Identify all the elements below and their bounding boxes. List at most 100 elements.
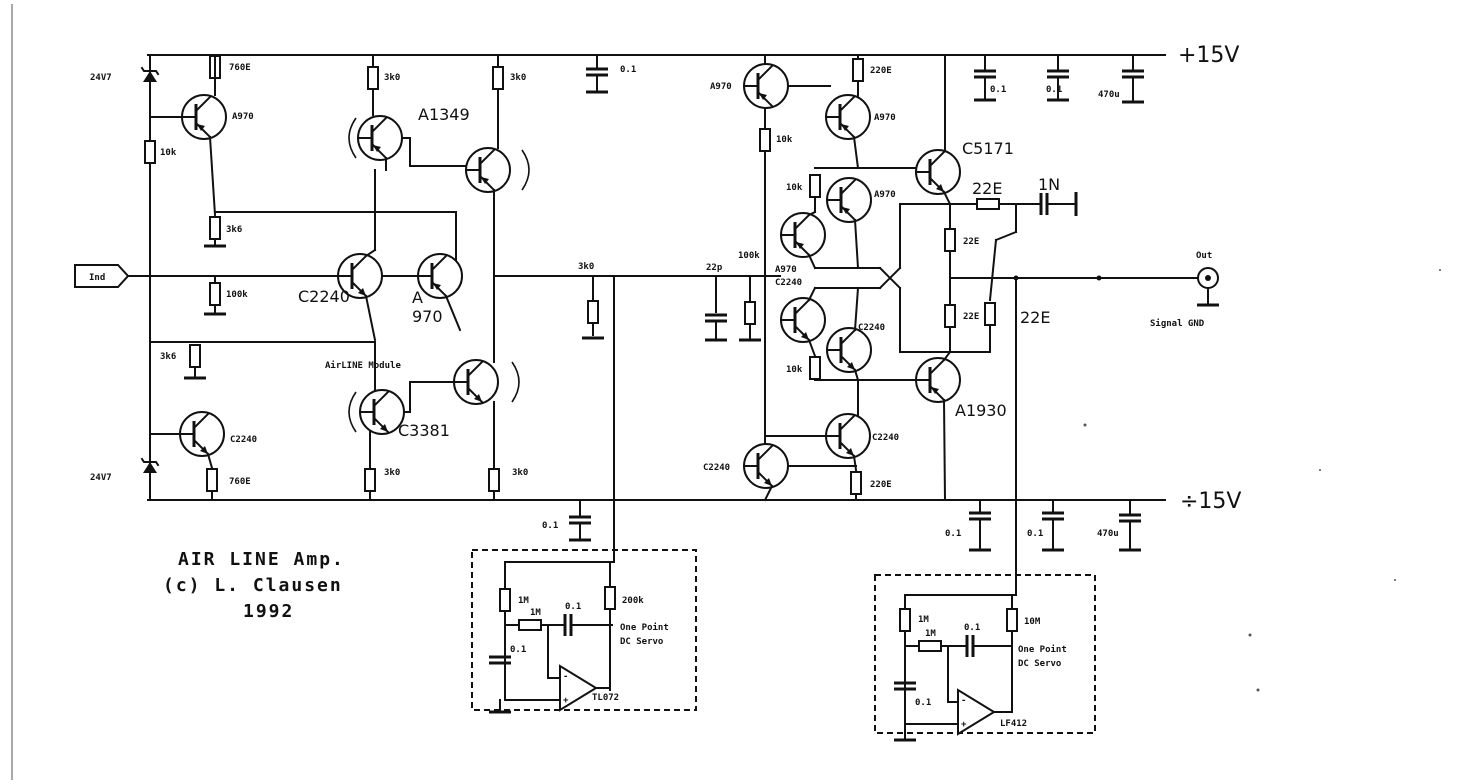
output-label: Out bbox=[1196, 251, 1212, 261]
svg-text:TL072: TL072 bbox=[592, 693, 619, 703]
svg-text:A970: A970 bbox=[874, 113, 896, 123]
resistor-22e-zobel bbox=[976, 198, 1000, 210]
zener-bottom-label: 24V7 bbox=[90, 473, 112, 483]
svg-text:22E: 22E bbox=[963, 237, 979, 247]
svg-text:760E: 760E bbox=[229, 63, 251, 73]
svg-text:220E: 220E bbox=[870, 480, 892, 490]
cap-1n-zobel bbox=[1039, 191, 1049, 217]
transistor-c2240-vas-bot bbox=[824, 412, 872, 460]
svg-text:C2240: C2240 bbox=[775, 278, 802, 288]
signal-ground-label: Signal GND bbox=[1150, 318, 1205, 329]
svg-text:0.1: 0.1 bbox=[990, 85, 1006, 95]
resistor-22e-b bbox=[944, 304, 956, 328]
title-line-3: 1992 bbox=[243, 601, 294, 622]
transistor-c2240-ccs bbox=[178, 410, 226, 458]
svg-text:A1349: A1349 bbox=[418, 105, 470, 124]
svg-text:C3381: C3381 bbox=[398, 421, 450, 440]
svg-text:A: A bbox=[412, 288, 423, 307]
svg-text:0.1: 0.1 bbox=[1046, 85, 1062, 95]
svg-text:1M: 1M bbox=[518, 596, 529, 606]
zener-top-label: 24V7 bbox=[90, 73, 112, 83]
resistor-3k0-d bbox=[488, 468, 500, 492]
svg-text:DC Servo: DC Servo bbox=[1018, 659, 1061, 669]
zener-bottom bbox=[141, 458, 159, 474]
cap-rail-pos-3 bbox=[1120, 69, 1146, 79]
svg-text:470u: 470u bbox=[1097, 529, 1119, 539]
title-line-2: (c) L. Clausen bbox=[163, 575, 343, 596]
cap-rail-neg-2 bbox=[1040, 511, 1066, 521]
svg-text:100k: 100k bbox=[226, 290, 248, 300]
cap-rail-neg-3 bbox=[1117, 513, 1143, 523]
transistor-a970-vas-top2 bbox=[824, 93, 872, 141]
svg-text:1M: 1M bbox=[925, 629, 936, 639]
positive-rail: +15V bbox=[147, 43, 1239, 68]
svg-text:10k: 10k bbox=[160, 148, 177, 158]
input-connector: Ind bbox=[74, 264, 343, 288]
resistor-10k-d bbox=[809, 356, 821, 380]
svg-text:200k: 200k bbox=[622, 596, 644, 606]
svg-text:760E: 760E bbox=[229, 477, 251, 487]
resistor-3k6-b bbox=[189, 344, 201, 368]
svg-text:C2240: C2240 bbox=[298, 287, 350, 306]
module-label: AirLINE Module bbox=[325, 360, 401, 371]
svg-text:C5171: C5171 bbox=[962, 139, 1014, 158]
transistor-a1349-left bbox=[356, 114, 404, 162]
cap-top-decouple bbox=[584, 67, 610, 77]
transistor-c2240-driver bbox=[825, 326, 873, 374]
svg-text:C2240: C2240 bbox=[872, 433, 899, 443]
svg-text:C2240: C2240 bbox=[858, 323, 885, 333]
svg-text:22E: 22E bbox=[972, 179, 1002, 198]
svg-text:C2240: C2240 bbox=[703, 463, 730, 473]
svg-text:3k6: 3k6 bbox=[160, 352, 176, 362]
svg-text:A970: A970 bbox=[232, 112, 254, 122]
svg-text:10k: 10k bbox=[776, 135, 793, 145]
resistor-220e-top bbox=[852, 58, 864, 82]
svg-text:0.1: 0.1 bbox=[915, 698, 931, 708]
resistor-3k0-shunt bbox=[587, 300, 599, 324]
cap-22p bbox=[703, 313, 729, 323]
resistor-760e-bottom bbox=[206, 468, 218, 492]
dc-servo-right: 1M 1M 0.1 10M 0.1 One Point DC Servo LF4… bbox=[874, 574, 1096, 742]
svg-text:3k0: 3k0 bbox=[384, 468, 400, 478]
svg-text:100k: 100k bbox=[738, 251, 760, 261]
cap-rail-pos-2 bbox=[1045, 69, 1071, 79]
cap-bottom-decouple bbox=[567, 515, 593, 525]
resistor-10k bbox=[144, 140, 156, 164]
svg-text:A970: A970 bbox=[710, 82, 732, 92]
svg-text:0.1: 0.1 bbox=[542, 521, 558, 531]
transistor-c5171-output bbox=[914, 148, 962, 196]
transistor-c2240-vas-bot2 bbox=[742, 442, 790, 490]
svg-text:0.1: 0.1 bbox=[1027, 529, 1043, 539]
negative-rail-label: ÷15V bbox=[1180, 489, 1241, 514]
resistor-22e-a bbox=[944, 228, 956, 252]
transistor-c2240-pre bbox=[779, 296, 827, 344]
svg-text:10k: 10k bbox=[786, 365, 803, 375]
svg-text:A970: A970 bbox=[775, 265, 797, 275]
resistor-10k-b bbox=[759, 128, 771, 152]
scan-noise bbox=[1083, 269, 1441, 692]
resistor-100k bbox=[209, 282, 221, 306]
svg-text:22p: 22p bbox=[706, 263, 723, 273]
svg-text:0.1: 0.1 bbox=[945, 529, 961, 539]
title-block: AIR LINE Amp. (c) L. Clausen 1992 bbox=[163, 549, 343, 622]
svg-text:22E: 22E bbox=[963, 312, 979, 322]
svg-text:0.1: 0.1 bbox=[565, 602, 581, 612]
svg-text:970: 970 bbox=[412, 307, 443, 326]
transistor-c3381-right bbox=[452, 358, 500, 406]
output-connector: Out Signal GND bbox=[1150, 251, 1221, 329]
transistor-a970-driver bbox=[825, 176, 873, 224]
resistor-3k0-a bbox=[367, 66, 379, 90]
svg-text:1M: 1M bbox=[918, 615, 929, 625]
svg-text:0.1: 0.1 bbox=[620, 65, 636, 75]
svg-text:One Point: One Point bbox=[1018, 644, 1067, 655]
transistor-a970-vas-top bbox=[742, 62, 790, 110]
input-label: Ind bbox=[89, 273, 105, 283]
resistor-10k-c bbox=[809, 174, 821, 198]
svg-text:220E: 220E bbox=[870, 66, 892, 76]
svg-text:470u: 470u bbox=[1098, 90, 1120, 100]
svg-text:10M: 10M bbox=[1024, 617, 1041, 627]
svg-text:One Point: One Point bbox=[620, 622, 669, 633]
svg-text:3k6: 3k6 bbox=[226, 225, 242, 235]
svg-text:0.1: 0.1 bbox=[964, 623, 980, 633]
